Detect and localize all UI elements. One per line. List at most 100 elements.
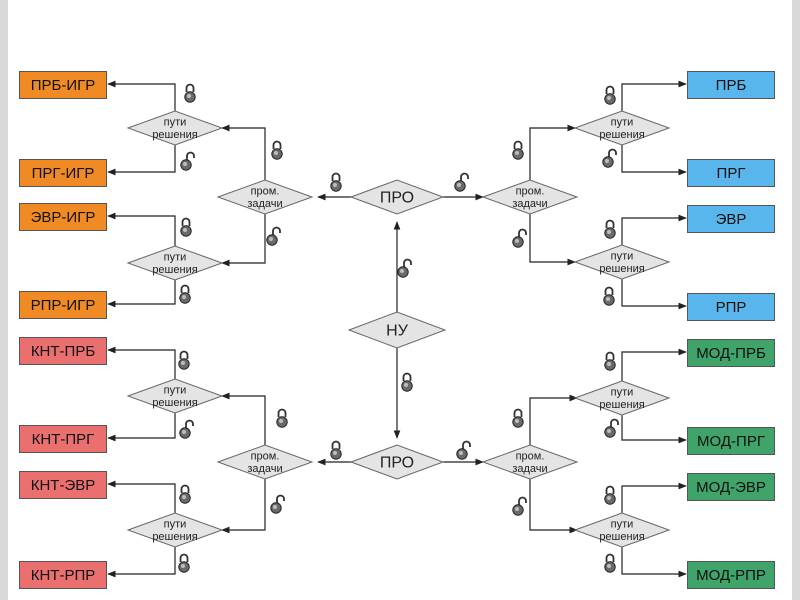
connector-line (107, 547, 176, 578)
connector-line (621, 80, 687, 111)
lock-closed-icon (330, 440, 342, 460)
slide-background (8, 0, 792, 600)
puti-diamond-8-label: пути (611, 519, 634, 531)
box-right-top-1: ПРБ (687, 71, 775, 99)
connector-line (621, 214, 687, 246)
prom-diamond-bottom-left-label: пром. (251, 451, 280, 463)
connector-line (621, 482, 687, 513)
box-left-top-1: ПРБ-ИГР (19, 71, 107, 99)
box-right-bottom-4: МОД-РПР (687, 561, 775, 589)
lock-closed-icon (604, 553, 616, 573)
lock-closed-icon (178, 350, 190, 370)
pro-diamond-top-shape (349, 179, 445, 215)
box-right-bottom-2: МОД-ПРГ (687, 427, 775, 455)
lock-open-icon (397, 258, 412, 278)
box-left-bottom-3: КНТ-ЭВР (19, 471, 107, 499)
lock-closed-icon (330, 172, 342, 192)
connector-line (621, 348, 687, 381)
prom-diamond-top-right: пром.задачи (481, 179, 579, 215)
prom-diamond-top-right-label: задачи (512, 198, 547, 210)
puti-diamond-8-label: решения (599, 531, 644, 543)
puti-diamond-5-label: решения (152, 397, 197, 409)
prom-diamond-bottom-left: пром.задачи (216, 444, 314, 480)
lock-open-icon (512, 228, 527, 248)
lock-closed-icon (512, 140, 524, 160)
lock-closed-icon (603, 286, 615, 306)
prom-diamond-bottom-left-shape (216, 444, 314, 480)
prom-diamond-bottom-left-label: задачи (247, 463, 282, 475)
prom-diamond-top-right-shape (481, 179, 579, 215)
pro-diamond-top-label: ПРО (380, 190, 414, 207)
puti-diamond-5-shape (126, 378, 224, 414)
connector-line (221, 392, 266, 446)
lock-closed-icon (401, 372, 413, 392)
connector-line (107, 80, 176, 112)
connector-line (107, 280, 176, 308)
lock-closed-icon (184, 83, 196, 103)
prom-diamond-bottom-right-shape (481, 444, 579, 480)
lock-open-icon (512, 496, 527, 516)
lock-closed-icon (604, 351, 616, 371)
connector-line (221, 124, 266, 180)
lock-closed-icon (179, 284, 191, 304)
box-left-bottom-4: КНТ-РПР (19, 561, 107, 589)
lock-open-icon (179, 419, 194, 439)
puti-diamond-7-label: решения (599, 399, 644, 411)
box-right-bottom-3: МОД-ЭВР (687, 473, 775, 501)
puti-diamond-4-label: решения (599, 263, 644, 275)
connector-line (221, 213, 266, 267)
puti-diamond-1-label: пути (164, 117, 187, 129)
box-left-top-3: ЭВР-ИГР (19, 203, 107, 231)
connector-line (107, 480, 176, 513)
lock-open-icon (180, 151, 195, 171)
connector-line (107, 212, 176, 247)
puti-diamond-2-label: решения (152, 264, 197, 276)
connector-line (621, 145, 687, 176)
puti-diamond-3-label: пути (611, 117, 634, 129)
connector-line (529, 394, 578, 446)
prom-diamond-bottom-right-label: пром. (516, 451, 545, 463)
connector-line (621, 415, 687, 444)
center-diamond-nu: НУ (347, 311, 447, 349)
box-left-bottom-2: КНТ-ПРГ (19, 425, 107, 453)
lock-open-icon (602, 148, 617, 168)
puti-diamond-1-shape (126, 110, 224, 146)
lock-open-icon (604, 418, 619, 438)
connector-line (621, 547, 687, 578)
puti-diamond-6-label: пути (164, 519, 187, 531)
pro-diamond-top: ПРО (349, 179, 445, 215)
connector-line (621, 278, 687, 310)
puti-diamond-5-label: пути (164, 385, 187, 397)
box-right-top-2: ПРГ (687, 159, 775, 187)
box-left-bottom-1: КНТ-ПРБ (19, 337, 107, 365)
lock-open-icon (270, 494, 285, 514)
box-left-top-4: РПР-ИГР (19, 291, 107, 319)
connector-line (107, 143, 176, 176)
lock-closed-icon (512, 408, 524, 428)
lock-open-icon (266, 226, 281, 246)
connector-line (107, 346, 176, 379)
puti-diamond-8-shape (573, 512, 671, 548)
puti-diamond-3-shape (573, 110, 671, 146)
box-right-bottom-1: МОД-ПРБ (687, 339, 775, 367)
prom-diamond-top-left: пром.задачи (216, 179, 314, 215)
connector-line (221, 478, 266, 534)
box-right-top-3: ЭВР (687, 205, 775, 233)
connector-line (107, 413, 176, 442)
puti-diamond-2-label: пути (164, 252, 187, 264)
lock-closed-icon (179, 484, 191, 504)
puti-diamond-3-label: решения (599, 129, 644, 141)
connector-line (529, 478, 578, 534)
prom-diamond-bottom-right-label: задачи (512, 463, 547, 475)
puti-diamond-7-shape (573, 380, 671, 416)
pro-diamond-bottom-shape (349, 444, 445, 480)
